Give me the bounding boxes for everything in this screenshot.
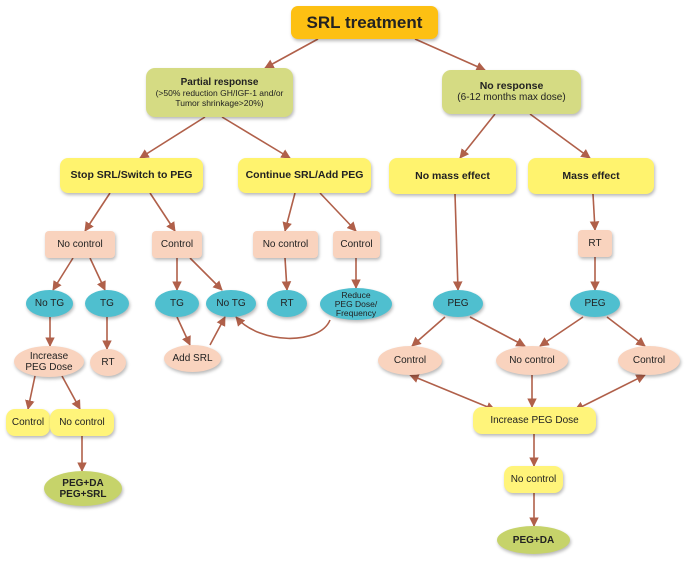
right-no-control-final-box: No control xyxy=(504,466,563,493)
connector-arrow xyxy=(414,38,486,71)
left-control-box: Control xyxy=(152,231,202,258)
connector-arrow xyxy=(589,193,600,231)
no-response-detail: (6-12 months max dose) xyxy=(457,92,566,103)
add-srl-oval: Add SRL xyxy=(164,345,221,372)
right-control-oval: Control xyxy=(618,346,680,375)
right-control-oval: Control xyxy=(378,346,442,375)
connector-arrow xyxy=(281,257,292,291)
connector-arrow xyxy=(264,38,319,69)
connector-arrow xyxy=(209,316,226,346)
connector-arrow xyxy=(606,316,646,347)
tg-oval: TG xyxy=(155,290,199,317)
left-control-final-box: Control xyxy=(6,409,50,436)
increase-peg-dose-oval: Increase PEG Dose xyxy=(14,346,84,377)
connector-arrow xyxy=(221,116,291,159)
connector-arrow xyxy=(25,375,36,410)
peg-oval: PEG xyxy=(433,290,483,317)
connector-arrow xyxy=(574,374,646,411)
connector-arrow xyxy=(139,116,206,159)
connector-arrow xyxy=(52,257,74,291)
connector-arrow xyxy=(409,373,496,412)
connector-arrow xyxy=(176,316,191,346)
connector-arrow xyxy=(411,316,446,347)
stop-srl-switch-box: Stop SRL/Switch to PEG xyxy=(60,158,203,193)
right-rt-box: RT xyxy=(578,230,612,257)
mass-effect-box: Mass effect xyxy=(528,158,654,194)
connector-arrow xyxy=(189,257,223,291)
srl-treatment-title: SRL treatment xyxy=(291,6,438,39)
connector-arrow xyxy=(149,192,176,232)
right-no-control-oval: No control xyxy=(496,346,568,375)
no-response-box: No response (6-12 months max dose) xyxy=(442,70,581,114)
partial-response-detail: (>50% reduction GH/IGF-1 and/or Tumor sh… xyxy=(155,88,284,108)
peg-oval: PEG xyxy=(570,290,620,317)
left-rt-oval: RT xyxy=(90,349,126,376)
connector-arrow xyxy=(319,192,357,232)
middle-rt-oval: RT xyxy=(267,290,307,317)
middle-control-box: Control xyxy=(333,231,380,258)
no-tg-oval: No TG xyxy=(206,290,256,317)
peg-da-peg-srl-oval: PEG+DA PEG+SRL xyxy=(44,471,122,506)
tg-oval: TG xyxy=(85,290,129,317)
connector-arrow xyxy=(529,113,591,159)
middle-no-control-box: No control xyxy=(253,231,318,258)
no-tg-oval: No TG xyxy=(26,290,73,317)
connector-arrow xyxy=(89,257,106,291)
connector-arrow xyxy=(469,316,526,347)
peg-da-oval: PEG+DA xyxy=(497,526,570,554)
no-mass-effect-box: No mass effect xyxy=(389,158,516,194)
connector-arrow xyxy=(282,192,296,232)
connector-arrow xyxy=(452,193,463,291)
left-no-control-final-box: No control xyxy=(50,409,114,436)
no-response-label: No response xyxy=(479,80,544,92)
connector-arrow xyxy=(84,192,111,232)
reduce-peg-dose-oval: Reduce PEG Dose/ Frequency xyxy=(320,288,392,320)
connector-arrow xyxy=(61,375,81,410)
connector-arrow xyxy=(459,113,496,159)
partial-response-label: Partial response xyxy=(180,77,259,88)
left-no-control-box: No control xyxy=(45,231,115,258)
connector-arrow xyxy=(235,316,331,340)
continue-srl-add-box: Continue SRL/Add PEG xyxy=(238,158,371,193)
connector-arrow xyxy=(539,316,584,347)
increase-peg-dose-box: Increase PEG Dose xyxy=(473,407,596,434)
partial-response-box: Partial response (>50% reduction GH/IGF-… xyxy=(146,68,293,117)
